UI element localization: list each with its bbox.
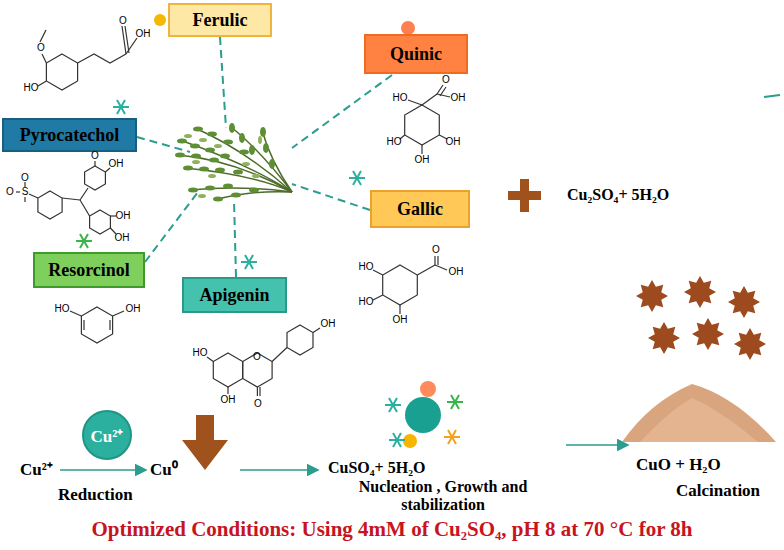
compound-box: Apigenin	[182, 277, 287, 313]
node-label: Pyrocatechol	[20, 125, 120, 146]
node-label: Quinic	[390, 44, 442, 65]
atom-label: OH	[115, 233, 130, 243]
powder-pile	[622, 384, 776, 442]
annotation-text: CuO + H₂O	[636, 456, 721, 475]
atom-label: O	[91, 151, 99, 161]
compound-box: Gallic	[370, 190, 470, 228]
compound-box: Pyrocatechol	[2, 118, 137, 152]
node-label: Resorcinol	[48, 260, 130, 281]
atom-label: OH	[451, 93, 466, 103]
compound-box: Ferulic	[168, 3, 272, 37]
star-marker	[76, 234, 92, 248]
node-label: Apigenin	[199, 285, 269, 306]
annotation-text: Cu₂SO₄+ 5H₂O	[567, 186, 669, 204]
annotation-text: Calcination	[676, 482, 760, 501]
nucleation-cluster	[385, 381, 463, 448]
atom-label: OH	[446, 137, 461, 147]
atom-label: OH	[126, 304, 141, 314]
atom-label: HO	[359, 262, 374, 272]
atom-label: HO	[359, 297, 374, 307]
atom-label: O	[119, 16, 127, 26]
plus-sign	[508, 179, 541, 212]
atom-label: OH	[136, 29, 151, 39]
ion-circle: Cu²⁺	[82, 410, 132, 460]
atom-label: OH	[221, 395, 236, 405]
stub-arrow	[764, 95, 780, 97]
annotation-text: Cu⁰	[150, 461, 178, 480]
powder-highlight	[640, 398, 758, 442]
atom-label: HO	[393, 93, 408, 103]
atom-label: HO	[193, 348, 208, 358]
atom-label: HO	[55, 304, 70, 314]
thyme-illustration	[175, 123, 292, 202]
dot-marker	[401, 21, 415, 35]
annotation-text: Nucleation , Growth and stabilization	[316, 478, 570, 513]
atom-label: O	[432, 245, 440, 255]
star-markers	[113, 100, 365, 269]
atom-label: O	[442, 75, 450, 85]
annotation-text: Cu²⁺	[20, 461, 53, 480]
atom-label: HO	[24, 83, 39, 93]
atom-label: S	[22, 187, 29, 197]
atom-label: OH	[116, 211, 131, 221]
down-arrow	[182, 415, 228, 470]
atom-label: O	[21, 173, 29, 183]
annotation-text: CuSO₄+ 5H₂O	[328, 459, 425, 477]
dashed-spokes	[137, 37, 392, 277]
atom-label: OH	[321, 319, 336, 329]
atom-label: O	[253, 352, 261, 362]
atom-label: OH	[393, 315, 408, 325]
atom-label: HO	[387, 137, 402, 147]
node-label: Cu²⁺	[91, 424, 124, 447]
node-label: Gallic	[397, 199, 443, 220]
atom-label: OH	[109, 159, 124, 169]
atom-label: O	[37, 43, 45, 53]
annotation-text: Reduction	[58, 486, 133, 505]
atom-label: OH	[415, 155, 430, 165]
compound-box: Resorcinol	[33, 252, 145, 288]
compound-box: Quinic	[364, 34, 468, 74]
dot-marker	[154, 14, 166, 26]
atom-label: O	[6, 187, 14, 197]
atom-label: OH	[449, 267, 464, 277]
cuo-nanoflowers	[636, 276, 766, 360]
conditions-caption: Optimized Conditions: Using 4mM of Cu₂SO…	[0, 517, 784, 542]
atom-label: O	[254, 399, 262, 409]
node-label: Ferulic	[193, 10, 248, 31]
